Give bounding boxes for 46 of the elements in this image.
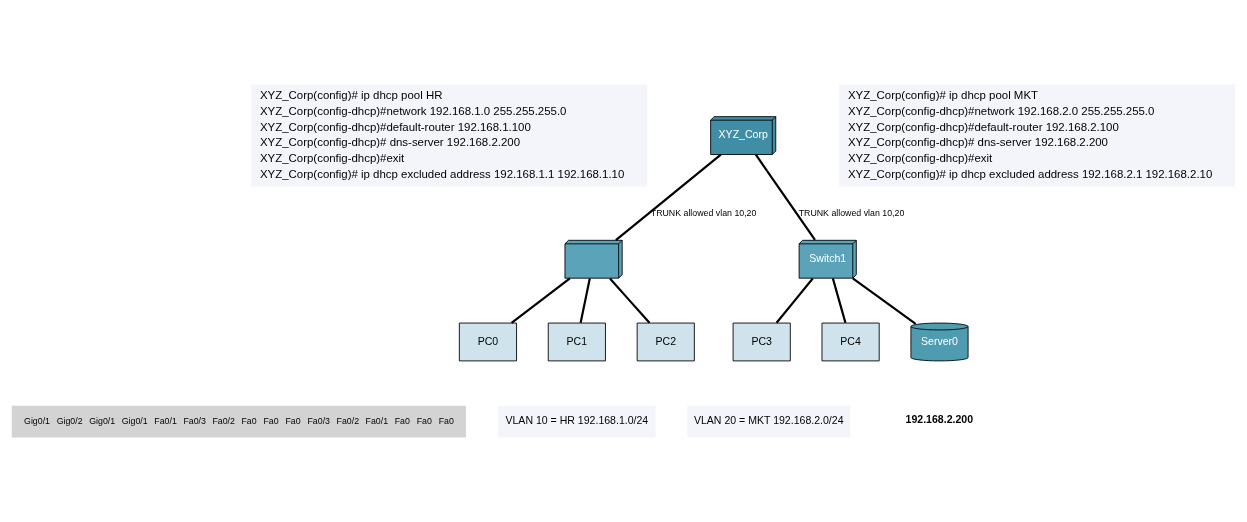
label: XYZ_Corp(config-dhcp)#default-router 192.168.1.100 [259, 120, 531, 133]
label: XYZ_Corp(config-dhcp)# dns-server 192.168.2.200 [847, 136, 1108, 149]
label: Gig0/1 [24, 416, 51, 427]
label: XYZ_Corp(config)# ip dhcp excluded address 192.168.1.1 192.168.1.10 [259, 168, 625, 181]
label: Fa0 [241, 416, 257, 427]
label: XYZ_Corp(config-dhcp)#exit [259, 152, 405, 165]
label: XYZ_Corp(config-dhcp)#default-router 192.168.2.100 [847, 120, 1119, 133]
connector [615, 153, 722, 242]
label: Fa0 [263, 416, 279, 427]
connector [579, 278, 591, 324]
label: XYZ_Corp(config-dhcp)#network 192.168.1.0 255.255.255.0 [259, 104, 567, 117]
label: VLAN 20 = MKT 192.168.2.0/24 [693, 414, 844, 427]
label: Fa0 [394, 416, 410, 427]
label: XYZ_Corp(config)# ip dhcp pool HR [259, 88, 443, 101]
connector [754, 154, 816, 241]
connector [775, 277, 814, 324]
label: 192.168.2.200 [905, 413, 974, 426]
label: Fa0 [438, 416, 454, 427]
node-box: PC2 [636, 322, 695, 362]
label: XYZ_Corp(config-dhcp)#exit [847, 152, 993, 165]
connector [609, 277, 651, 324]
label: Fa0 [285, 416, 301, 427]
label: XYZ_Corp(config-dhcp)#network 192.168.2.0 255.255.255.0 [847, 104, 1155, 117]
label: Gig0/1 [89, 416, 116, 427]
label: Fa0/3 [307, 416, 331, 427]
node-box: PC4 [821, 322, 880, 362]
label: XYZ_Corp(config)# ip dhcp pool MKT [847, 88, 1039, 101]
node-box: PC0 [458, 322, 517, 362]
connector [510, 277, 571, 324]
label: Fa0/3 [183, 416, 206, 427]
label: VLAN 10 = HR 192.168.1.0/24 [505, 414, 649, 427]
node-box: PC1 [547, 322, 606, 362]
node-box: PC3 [732, 322, 791, 362]
connector [831, 278, 847, 324]
label: Fa0 [416, 416, 432, 427]
label: XYZ_Corp(config)# ip dhcp excluded address 192.168.2.1 192.168.2.10 [847, 168, 1213, 181]
label: Gig0/2 [56, 416, 83, 427]
label: Fa0/2 [212, 416, 235, 427]
edge-label: TRUNK allowed vlan 10,20 [798, 207, 905, 218]
label: Fa0/1 [365, 416, 389, 427]
label: XYZ_Corp(config-dhcp)# dns-server 192.168.2.200 [259, 136, 521, 149]
label: Fa0/1 [154, 416, 177, 427]
label: Fa0/2 [336, 416, 360, 427]
connector [852, 277, 917, 325]
edge-label: TRUNK allowed vlan 10,20 [650, 207, 757, 218]
label: Gig0/1 [121, 416, 148, 427]
